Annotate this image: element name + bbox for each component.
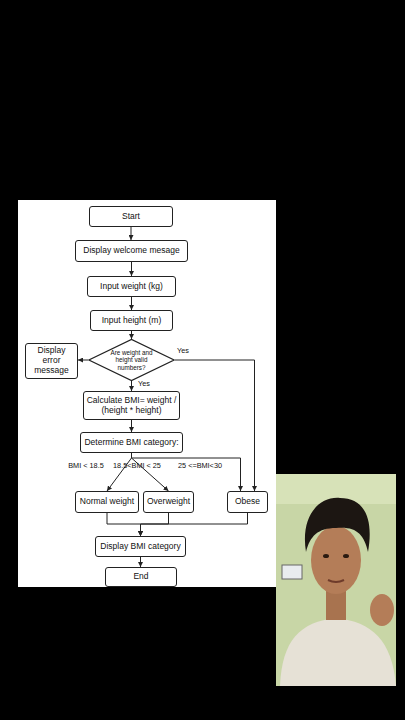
flow-arrow — [131, 331, 132, 339]
node-text: Display error message — [26, 346, 77, 375]
process-box: Overweight — [143, 491, 194, 513]
flow-arrow — [131, 381, 132, 391]
diamond-shape — [89, 339, 174, 380]
edge-label: BMI < 18.5 — [62, 462, 110, 470]
node-text: Determine BMI category: — [82, 438, 180, 448]
process-box: Normal weight — [75, 491, 139, 513]
flow-arrow — [131, 227, 132, 240]
flow-arrow — [131, 420, 132, 432]
presenter-shirt — [280, 618, 396, 686]
flowchart-sheet — [18, 200, 276, 587]
edge-label: 18.5<BMI < 25 — [112, 462, 162, 470]
edge-label: Yes — [133, 380, 155, 388]
presenter-face — [311, 526, 361, 594]
process-box: Display error message — [25, 343, 78, 379]
presenter-eye — [323, 554, 329, 558]
flow-arrow — [78, 360, 88, 361]
terminal-box: End — [105, 567, 177, 587]
process-box: Determine BMI category: — [80, 432, 183, 453]
flow-arrow — [131, 297, 132, 310]
presenter-video — [276, 474, 396, 686]
flow-arrow — [175, 360, 255, 491]
process-box: Input height (m) — [90, 310, 173, 331]
node-text: Normal weight — [78, 497, 136, 507]
node-text: Start — [120, 212, 142, 222]
terminal-box: Start — [89, 206, 173, 227]
wall-fixture — [282, 565, 302, 579]
decision-diamond: Are weight and height valid numbers? — [88, 339, 175, 381]
node-text: Obese — [233, 497, 262, 507]
presenter-neck — [326, 590, 346, 620]
node-text: Display BMI category — [98, 542, 182, 552]
presenter-mouth — [328, 580, 344, 582]
presenter-hair — [305, 498, 370, 552]
process-box: Display welcome mesage — [75, 240, 188, 262]
flow-arrow — [107, 453, 132, 491]
process-box: Calculate BMI= weight / (height * height… — [83, 391, 180, 420]
node-text: Input height (m) — [100, 316, 164, 326]
flow-arrow — [107, 513, 141, 536]
node-text: End — [131, 572, 150, 582]
process-box: Input weight (kg) — [87, 276, 176, 297]
node-text: Calculate BMI= weight / (height * height… — [84, 396, 179, 416]
process-box: Obese — [227, 491, 268, 513]
video-wall — [276, 474, 396, 686]
node-text: Display welcome mesage — [81, 246, 181, 256]
edge-label: Yes — [172, 347, 194, 355]
flow-arrow — [141, 513, 169, 536]
edge-label: 25 <=BMI<30 — [162, 462, 238, 470]
presenter-eye — [343, 554, 349, 558]
flow-arrow — [141, 513, 248, 536]
node-text: Input weight (kg) — [98, 282, 165, 292]
flow-arrow — [131, 262, 132, 276]
flow-arrow — [132, 453, 241, 491]
presenter-hand — [370, 594, 394, 626]
flow-arrow — [132, 453, 169, 491]
node-text: Overweight — [145, 497, 192, 507]
node-text: Are weight and height valid numbers? — [88, 349, 175, 371]
flow-arrow — [140, 557, 141, 567]
process-box: Display BMI category — [95, 536, 186, 557]
